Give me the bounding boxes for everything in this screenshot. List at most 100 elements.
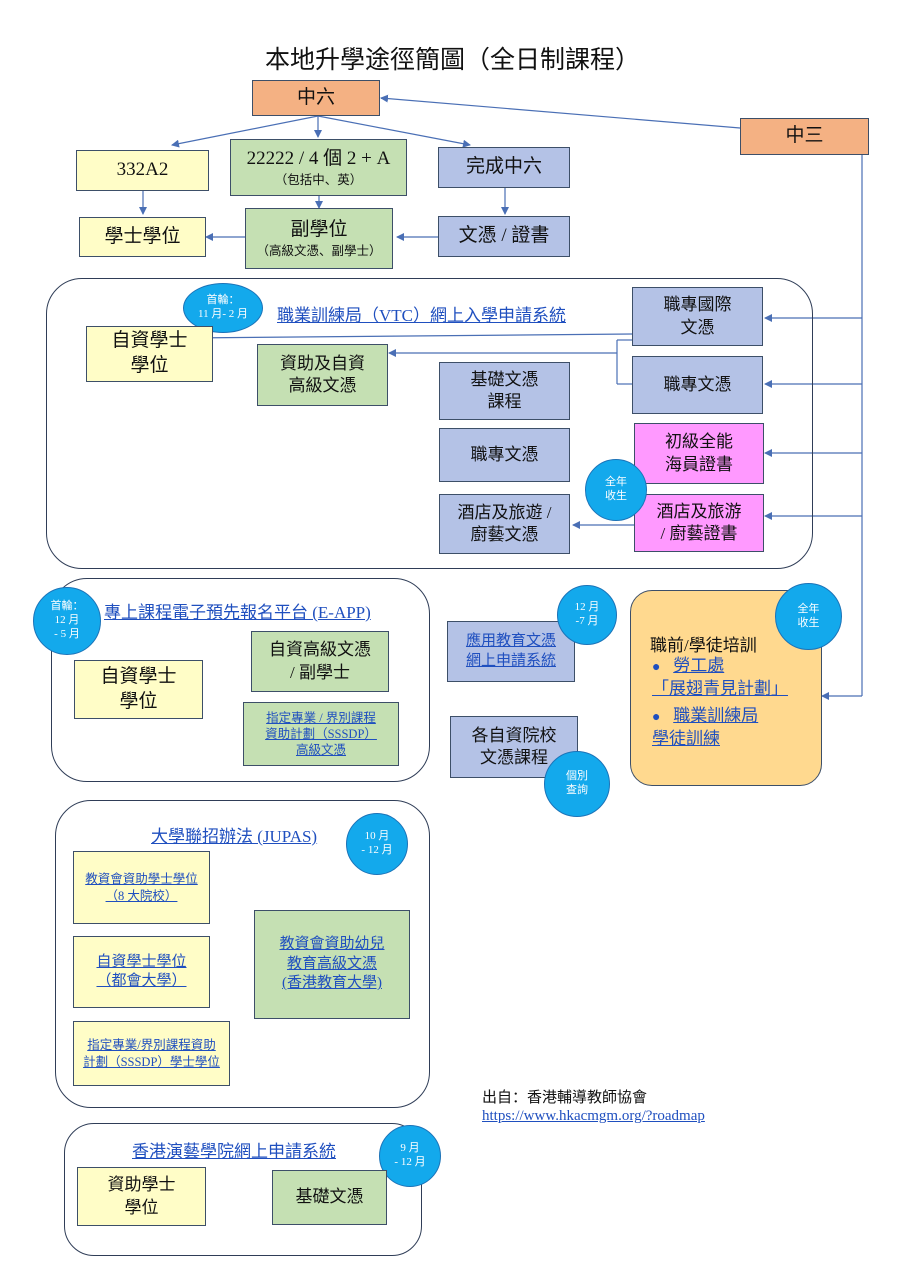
subdegree-box: 副學位 （高級文憑、副學士） — [245, 208, 393, 269]
a332-box: 332A2 — [76, 150, 209, 191]
eapp-round-badge: 首輪： 12 月 - 5 月 — [33, 587, 101, 655]
badge-line: 收生 — [605, 490, 627, 502]
vtc-link[interactable]: 職業訓練局 — [673, 706, 759, 725]
box-line: (香港教育大學) — [282, 975, 382, 992]
box-line: 基礎文憑 — [470, 369, 539, 389]
degree-box: 學士學位 — [79, 217, 206, 257]
self-institutions-badge: 個別 查詢 — [544, 751, 610, 817]
jupas-header-link[interactable]: 大學聯招辦法 (JUPAS) — [151, 827, 318, 846]
box-line: 教資會資助學士學位 — [85, 872, 198, 887]
eapp-self-degree-box: 自資學士 學位 — [74, 660, 203, 719]
badge-line: - 12 月 — [361, 844, 393, 856]
badge-line: - 5 月 — [54, 627, 80, 640]
box-line: 酒店及旅游 — [656, 501, 742, 521]
box-line: 自資學士 — [111, 330, 188, 352]
box-line: 應用教育文憑 — [465, 633, 556, 649]
labour-dept-link[interactable]: 勞工處 — [673, 656, 725, 675]
vtc-group — [46, 278, 813, 569]
eapp-sssdp-box[interactable]: 指定專業 / 界別課程 資助計劃（SSSDP） 高級文憑 — [243, 702, 399, 766]
pretrain-item-2[interactable]: ● 職業訓練局 學徒訓練 — [652, 705, 758, 751]
badge-line: 全年 — [797, 602, 820, 615]
requirement-box: 22222 / 4 個 2 + A （包括中、英） — [230, 139, 407, 196]
requirement-sub: （包括中、英） — [274, 172, 363, 187]
s6-box: 中六 — [252, 80, 380, 116]
box-line: 高級文憑 — [288, 376, 357, 395]
s3-box: 中三 — [740, 118, 869, 155]
box-line: 高級文憑 — [295, 743, 346, 758]
eapp-self-hd-box: 自資高級文憑 / 副學士 — [251, 631, 389, 692]
badge-line: 查詢 — [566, 784, 588, 796]
box-line: 學位 — [130, 355, 169, 376]
pretrain-title: 職前/學徒培訓 — [650, 636, 757, 655]
box-line: 文憑課程 — [480, 748, 548, 767]
pretrain-badge: 全年 收生 — [775, 583, 842, 650]
badge-line: 收生 — [797, 616, 820, 629]
jupas-group — [55, 800, 430, 1108]
hkapa-funded-degree-box: 資助學士 學位 — [77, 1167, 206, 1226]
yet-programme-link[interactable]: 「展翅青見計劃」 — [652, 678, 788, 698]
box-line: 學位 — [124, 1197, 159, 1217]
self-institutions-box: 各自資院校 文憑課程 — [450, 716, 578, 778]
subdegree-sub: （高級文憑、副學士） — [256, 243, 382, 258]
box-line: 資助學士 — [107, 1175, 176, 1195]
box-line: 指定專業 / 界別課程 — [266, 710, 376, 725]
badge-line: 12 月 — [54, 614, 80, 627]
box-line: （都會大學） — [96, 973, 187, 989]
badge-line: 10 月 — [364, 830, 390, 843]
hotel-cert-box: 酒店及旅游 / 廚藝證書 — [634, 494, 764, 552]
box-line: / 副學士 — [290, 662, 350, 682]
jupas-ugc-hd-box[interactable]: 教資會資助幼兒 教育高級文憑 (香港教育大學) — [254, 910, 410, 1019]
vtc-intl-diploma-box: 職專國際 文憑 — [632, 287, 763, 346]
jupas-sssdp-degree-box[interactable]: 指定專業/界別課程資助 計劃（SSSDP）學士學位 — [73, 1021, 230, 1086]
badge-line: 全年 — [605, 476, 627, 489]
vtc-self-degree-box: 自資學士 學位 — [86, 326, 213, 382]
box-line: 資助計劃（SSSDP） — [265, 726, 377, 741]
badge-line: 12 月 — [574, 601, 600, 614]
box-line: 各自資院校 — [471, 725, 557, 745]
diploma-cert-box: 文憑 / 證書 — [438, 216, 570, 257]
box-line: 指定專業/界別課程資助 — [87, 1038, 216, 1053]
box-line: 自資學士 — [100, 665, 177, 687]
box-line: 自資學士學位 — [96, 953, 187, 970]
source-label: 出自：香港輔導教師協會 — [482, 1090, 648, 1106]
source-url-link[interactable]: https://www.hkacmgm.org/?roadmap — [482, 1108, 705, 1124]
box-line: 廚藝文憑 — [470, 525, 539, 544]
jupas-self-degree-box[interactable]: 自資學士學位 （都會大學） — [73, 936, 210, 1008]
hkapa-header-link[interactable]: 香港演藝學院網上申請系統 — [132, 1142, 336, 1161]
pretrain-item-1[interactable]: ● 勞工處 「展翅青見計劃」 — [652, 655, 788, 701]
page-title: 本地升學途徑簡圖（全日制課程） — [264, 47, 640, 74]
box-line: 酒店及旅遊 / — [457, 502, 552, 522]
eapp-header-link[interactable]: 專上課程電子預先報名平台 (E-APP) — [104, 603, 371, 622]
vtc-foundation-box: 基礎文憑 課程 — [439, 362, 570, 420]
badge-line: 首輪： — [50, 600, 84, 613]
box-line: / 廚藝證書 — [660, 524, 738, 543]
vtc-hotel-diploma-box: 酒店及旅遊 / 廚藝文憑 — [439, 494, 570, 554]
vtc-prof-diploma-box: 職專文憑 — [439, 428, 570, 482]
jupas-ugc-degree-box[interactable]: 教資會資助學士學位 （8 大院校） — [73, 851, 210, 924]
box-line: 教育高級文憑 — [286, 955, 377, 972]
box-line: 職專國際 — [663, 295, 732, 315]
badge-line: 個別 — [566, 770, 588, 783]
badge-line: - 12 月 — [394, 1156, 426, 1168]
vtc-year-round-badge: 全年 收生 — [585, 459, 647, 521]
box-line: 海員證書 — [665, 454, 733, 474]
vtc-round-badge: 首輪： 11 月- 2 月 — [183, 283, 263, 333]
hkapa-badge: 9 月 - 12 月 — [379, 1125, 441, 1187]
box-line: 學位 — [119, 690, 158, 712]
aes-apply-box[interactable]: 應用教育文憑 網上申請系統 — [447, 621, 575, 682]
complete-s6-box: 完成中六 — [438, 147, 570, 188]
vtc-header-link[interactable]: 職業訓練局（VTC）網上入學申請系統 — [277, 306, 566, 325]
bullet-icon: ● — [652, 710, 661, 725]
seafarer-cert-box: 初級全能 海員證書 — [634, 423, 764, 484]
badge-line: -7 月 — [575, 615, 599, 627]
apprenticeship-link[interactable]: 學徒訓練 — [652, 728, 720, 748]
bullet-icon: ● — [652, 660, 661, 675]
aes-badge: 12 月 -7 月 — [557, 585, 617, 645]
badge-line: 首輪： — [206, 294, 240, 307]
jupas-badge: 10 月 - 12 月 — [346, 813, 408, 875]
hkapa-group — [64, 1123, 422, 1256]
vtc-funded-hd-box: 資助及自資 高級文憑 — [257, 344, 388, 406]
box-line: 課程 — [487, 392, 522, 411]
box-line: 初級全能 — [665, 432, 733, 452]
